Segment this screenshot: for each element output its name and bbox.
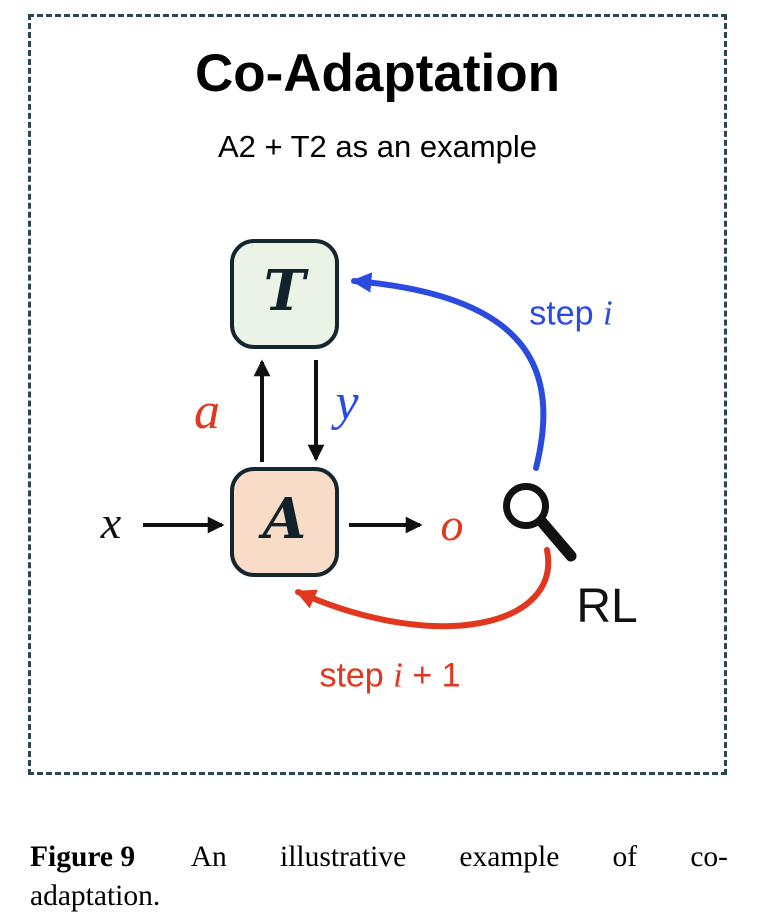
step-i1-word: step — [319, 656, 384, 695]
output-label: o — [440, 499, 464, 550]
step-i-plus-1-label: step i + 1 — [319, 658, 460, 693]
panel-title: Co-Adaptation — [194, 44, 561, 103]
caption-line-1: Figure 9 An illustrative example of co- — [30, 838, 728, 877]
script-a-box: A — [230, 467, 339, 577]
step-i-label: step i — [529, 296, 612, 331]
panel-subtitle: A2 + T2 as an example — [217, 129, 538, 164]
script-a-letter: A — [262, 486, 307, 552]
figure-caption: Figure 9 An illustrative example of co- … — [30, 838, 728, 916]
script-t-box: T — [230, 239, 339, 349]
script-t-letter: T — [263, 258, 306, 324]
action-label: a — [194, 383, 220, 440]
step-i1-var: i — [393, 655, 403, 695]
caption-text-line1: An illustrative example of co- — [190, 841, 728, 873]
input-label: x — [100, 497, 122, 548]
diagram-panel: Co-Adaptation A2 + T2 as an example — [28, 14, 727, 775]
step-i1-suffix: + 1 — [412, 656, 461, 695]
step-i-word: step — [529, 294, 594, 333]
rl-label: RL — [576, 580, 638, 633]
step-i-var: i — [602, 293, 613, 333]
figure-number-label: Figure 9 — [30, 841, 136, 873]
caption-line-2: adaptation. — [30, 879, 161, 912]
feedback-label: y — [335, 374, 359, 431]
